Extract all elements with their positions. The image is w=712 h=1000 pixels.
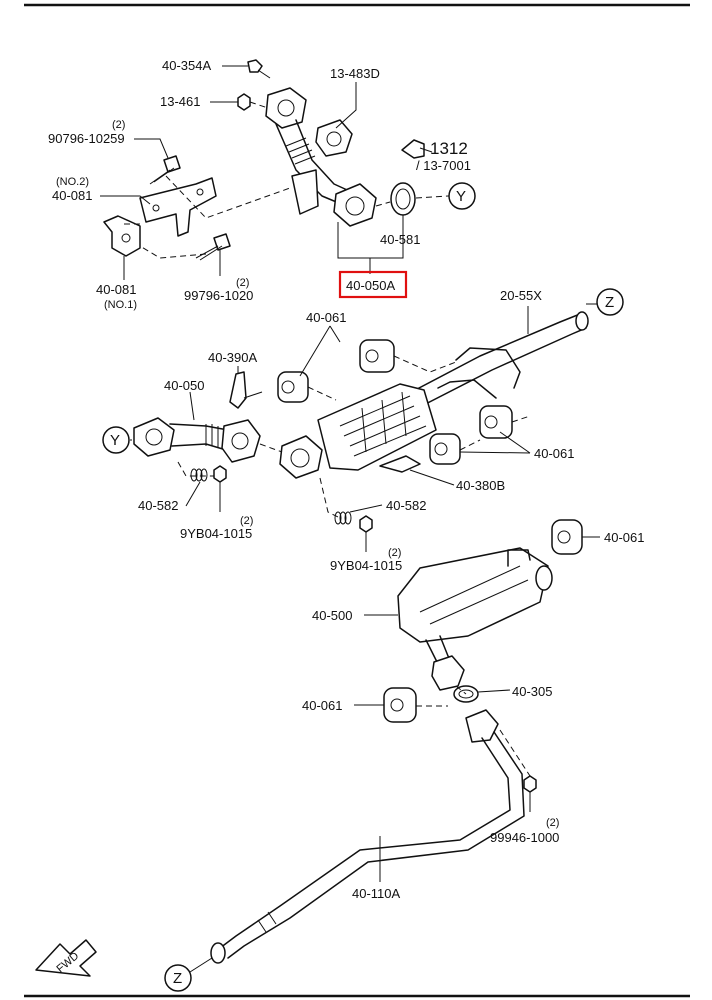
dash-mid-6: [511, 415, 531, 423]
dash-bot-2: [499, 729, 531, 777]
label-40-380B: 40-380B: [456, 478, 505, 493]
dash-mid-2: [177, 461, 214, 477]
label-99796-qty: (2): [236, 277, 249, 289]
label-40-081-top: 40-081: [52, 188, 92, 203]
label-90796-10259: 90796-10259: [48, 131, 125, 146]
dash-mid-1: [259, 443, 283, 453]
arrow-pointer-icon: [401, 139, 425, 159]
label-no2: (NO.2): [56, 176, 89, 188]
rubber-hanger-40-061-a2: [277, 371, 309, 403]
label-40-305: 40-305: [512, 684, 552, 699]
label-no1: (NO.1): [104, 299, 137, 311]
catalytic-converter-drawing: [279, 383, 437, 479]
spring-40-582-b: [334, 511, 352, 525]
dash-bot-3: [455, 685, 467, 695]
marker-y-top: Y: [448, 182, 476, 210]
rubber-hanger-40-061-d: [383, 687, 417, 723]
dash-mid-4: [393, 355, 457, 373]
label-13-483D: 13-483D: [330, 66, 380, 81]
marker-y-top-label: Y: [456, 188, 466, 205]
label-40-581: 40-581: [380, 232, 420, 247]
label-40-050A: 40-050A: [346, 278, 395, 293]
label-99796-1020: 99796-1020: [184, 288, 253, 303]
nut-9YB04-b: [359, 515, 373, 533]
label-13-7001: / 13-7001: [416, 158, 471, 173]
label-13-461: 13-461: [160, 94, 200, 109]
label-9yb04-a-qty: (2): [240, 515, 253, 527]
label-40-390A: 40-390A: [208, 350, 257, 365]
label-40-050: 40-050: [164, 378, 204, 393]
label-9yb04-1015-b: 9YB04-1015: [330, 558, 402, 573]
label-40-354A: 40-354A: [162, 58, 211, 73]
label-99946-1000: 99946-1000: [490, 830, 559, 845]
label-40-582-a: 40-582: [138, 498, 178, 513]
label-1312: 1312: [430, 139, 468, 158]
marker-z-top-label: Z: [605, 294, 614, 311]
bolt-99796-drawing: [195, 233, 231, 261]
label-9yb04-1015-a: 9YB04-1015: [180, 526, 252, 541]
bracket-40-081-no2-drawing: [139, 177, 217, 237]
marker-y-left-label: Y: [110, 432, 120, 449]
rubber-hanger-40-061-b2: [429, 433, 461, 465]
label-40-110A: 40-110A: [352, 886, 401, 901]
marker-z-top: Z: [596, 288, 624, 316]
bracket-40-081-no1-drawing: [103, 215, 141, 257]
marker-z-bottom: Z: [164, 964, 192, 992]
rubber-hanger-40-061-a: [359, 339, 395, 373]
label-40-061-d: 40-061: [302, 698, 342, 713]
dash-mid-3: [319, 477, 341, 519]
dash-mid-7: [459, 439, 481, 451]
label-90796-qty: (2): [112, 119, 125, 131]
muffler-40-500-drawing: [397, 547, 553, 703]
dash-mid-5: [307, 386, 337, 401]
marker-y-left: Y: [102, 426, 130, 454]
front-pipe-40-050A-drawing: [237, 59, 416, 227]
label-99946-qty: (2): [546, 817, 559, 829]
label-40-081-bottom: 40-081: [96, 282, 136, 297]
rubber-hanger-40-061-b: [479, 405, 513, 439]
bolt-90796-drawing: [149, 155, 181, 185]
spring-40-582-a: [190, 468, 208, 482]
dash-gasket-to-y: [375, 195, 449, 207]
label-20-55X: 20-55X: [500, 288, 542, 303]
dash-bolt2: [139, 245, 207, 259]
dash-nut: [249, 101, 269, 109]
tail-pipe-40-110A-drawing: [210, 709, 537, 964]
label-40-582-b: 40-582: [386, 498, 426, 513]
rubber-hanger-40-061-c: [551, 519, 583, 555]
front-pipe-40-050-drawing: [133, 417, 261, 463]
label-40-061-a: 40-061: [306, 310, 346, 325]
label-9yb04-b-qty: (2): [388, 547, 401, 559]
label-40-061-b: 40-061: [534, 446, 574, 461]
highlight-box-40-050A: [338, 270, 408, 299]
label-40-061-c: 40-061: [604, 530, 644, 545]
marker-z-bottom-label: Z: [173, 970, 182, 987]
leader-lines: [100, 65, 600, 973]
nut-9YB04-a: [213, 465, 227, 483]
label-40-500: 40-500: [312, 608, 352, 623]
center-pipe-20-55X-drawing: [399, 311, 589, 413]
fwd-arrow-icon: FWD: [35, 939, 97, 977]
hanger-40-390A-drawing: [229, 371, 263, 409]
